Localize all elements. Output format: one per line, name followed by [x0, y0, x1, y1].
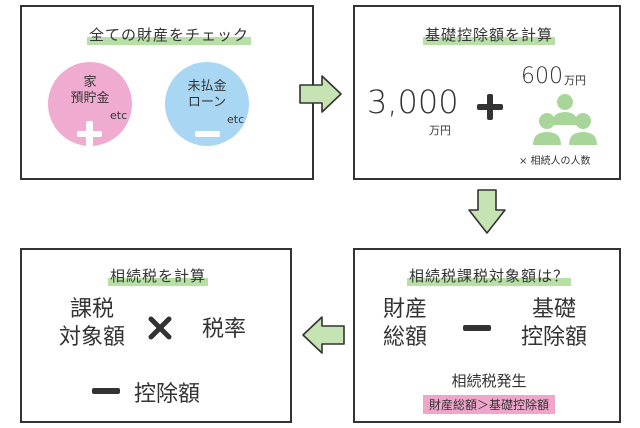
- per-heir-unit: 万円: [564, 74, 586, 87]
- step2-box: 基礎控除額を計算 3,000 万円 600 万円 × 相続人の人数: [353, 5, 621, 180]
- step4-title: 相続税を計算: [107, 265, 209, 286]
- arrow-down-icon: [468, 189, 506, 234]
- per-heir-amount: 600: [521, 64, 563, 89]
- tax-rate: 税率: [202, 317, 247, 342]
- total-assets: 財産 総額: [383, 296, 427, 352]
- liabilities-label-line2: ローン: [187, 95, 227, 110]
- step1-title: 全ての財産をチェック: [86, 24, 252, 45]
- minus-icon: [195, 131, 220, 137]
- base-unit: 万円: [429, 124, 451, 137]
- basic-deduction-line2: 控除額: [520, 325, 587, 350]
- assets-label-line1: 家: [83, 75, 97, 90]
- times-icon: [148, 316, 172, 340]
- minus-icon-3: [92, 388, 120, 394]
- base-amount: 3,000: [367, 83, 459, 121]
- minus-icon-2: [463, 325, 491, 331]
- assets-label-line2: 預貯金: [70, 91, 110, 106]
- tax-occurs: 相続税発生: [451, 372, 527, 390]
- liabilities-label: 未払金 ローン: [165, 79, 249, 111]
- heir-note: × 相続人の人数: [519, 156, 591, 167]
- step3-title: 相続税課税対象額は？: [406, 265, 572, 286]
- plus-icon-2-vertical: [487, 94, 493, 120]
- liabilities-label-line1: 未払金: [187, 79, 227, 94]
- liabilities-etc: etc: [227, 113, 245, 126]
- deduction-amount: 控除額: [134, 382, 201, 407]
- arrow-left-icon: [302, 316, 345, 354]
- total-assets-line1: 財産: [383, 297, 428, 322]
- taxable-amount: 課税 対象額: [52, 296, 132, 352]
- taxable-amount-line2: 対象額: [58, 325, 125, 350]
- step3-box: 相続税課税対象額は？ 財産 総額 基礎 控除額 相続税発生 財産総額＞基礎控除額: [353, 248, 621, 423]
- people-icon: [533, 94, 597, 145]
- assets-etc: etc: [110, 109, 128, 122]
- taxable-amount-line1: 課税: [69, 297, 114, 322]
- plus-icon-horizontal: [77, 131, 102, 137]
- basic-deduction-line1: 基礎: [531, 297, 576, 322]
- arrow-right-icon: [299, 75, 342, 113]
- assets-label: 家 預貯金: [48, 75, 132, 107]
- step1-box: 全ての財産をチェック 家 預貯金 etc 未払金 ローン etc: [20, 5, 314, 180]
- total-assets-line2: 総額: [383, 325, 428, 350]
- basic-deduction: 基礎 控除額: [510, 296, 598, 352]
- step2-title: 基礎控除額を計算: [422, 24, 556, 45]
- step4-box: 相続税を計算 課税 対象額 税率 控除額: [20, 248, 292, 423]
- condition-label: 財産総額＞基礎控除額: [422, 395, 556, 414]
